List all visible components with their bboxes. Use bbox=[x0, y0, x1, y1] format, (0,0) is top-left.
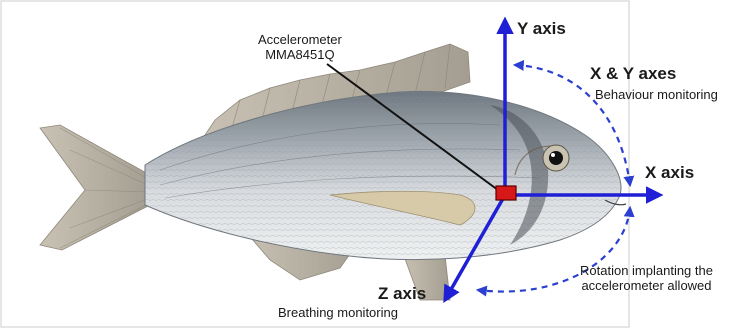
accelerometer-label-line1: Accelerometer bbox=[258, 33, 342, 48]
breathing-monitoring-label: Breathing monitoring bbox=[278, 306, 398, 321]
accelerometer-label: Accelerometer MMA8451Q bbox=[258, 33, 342, 63]
behaviour-monitoring-label: Behaviour monitoring bbox=[595, 88, 718, 103]
y-axis-label: Y axis bbox=[517, 19, 566, 39]
z-axis-label: Z axis bbox=[378, 284, 426, 304]
x-axis-label: X axis bbox=[645, 163, 694, 183]
rotation-label-line1: Rotation implanting the bbox=[580, 264, 713, 279]
accelerometer-label-line2: MMA8451Q bbox=[258, 48, 342, 63]
xy-axes-label: X & Y axes bbox=[590, 64, 676, 84]
rotation-label-line2: accelerometer allowed bbox=[580, 279, 713, 294]
accelerometer-sensor bbox=[496, 186, 516, 200]
rotation-label: Rotation implanting the accelerometer al… bbox=[580, 264, 713, 294]
